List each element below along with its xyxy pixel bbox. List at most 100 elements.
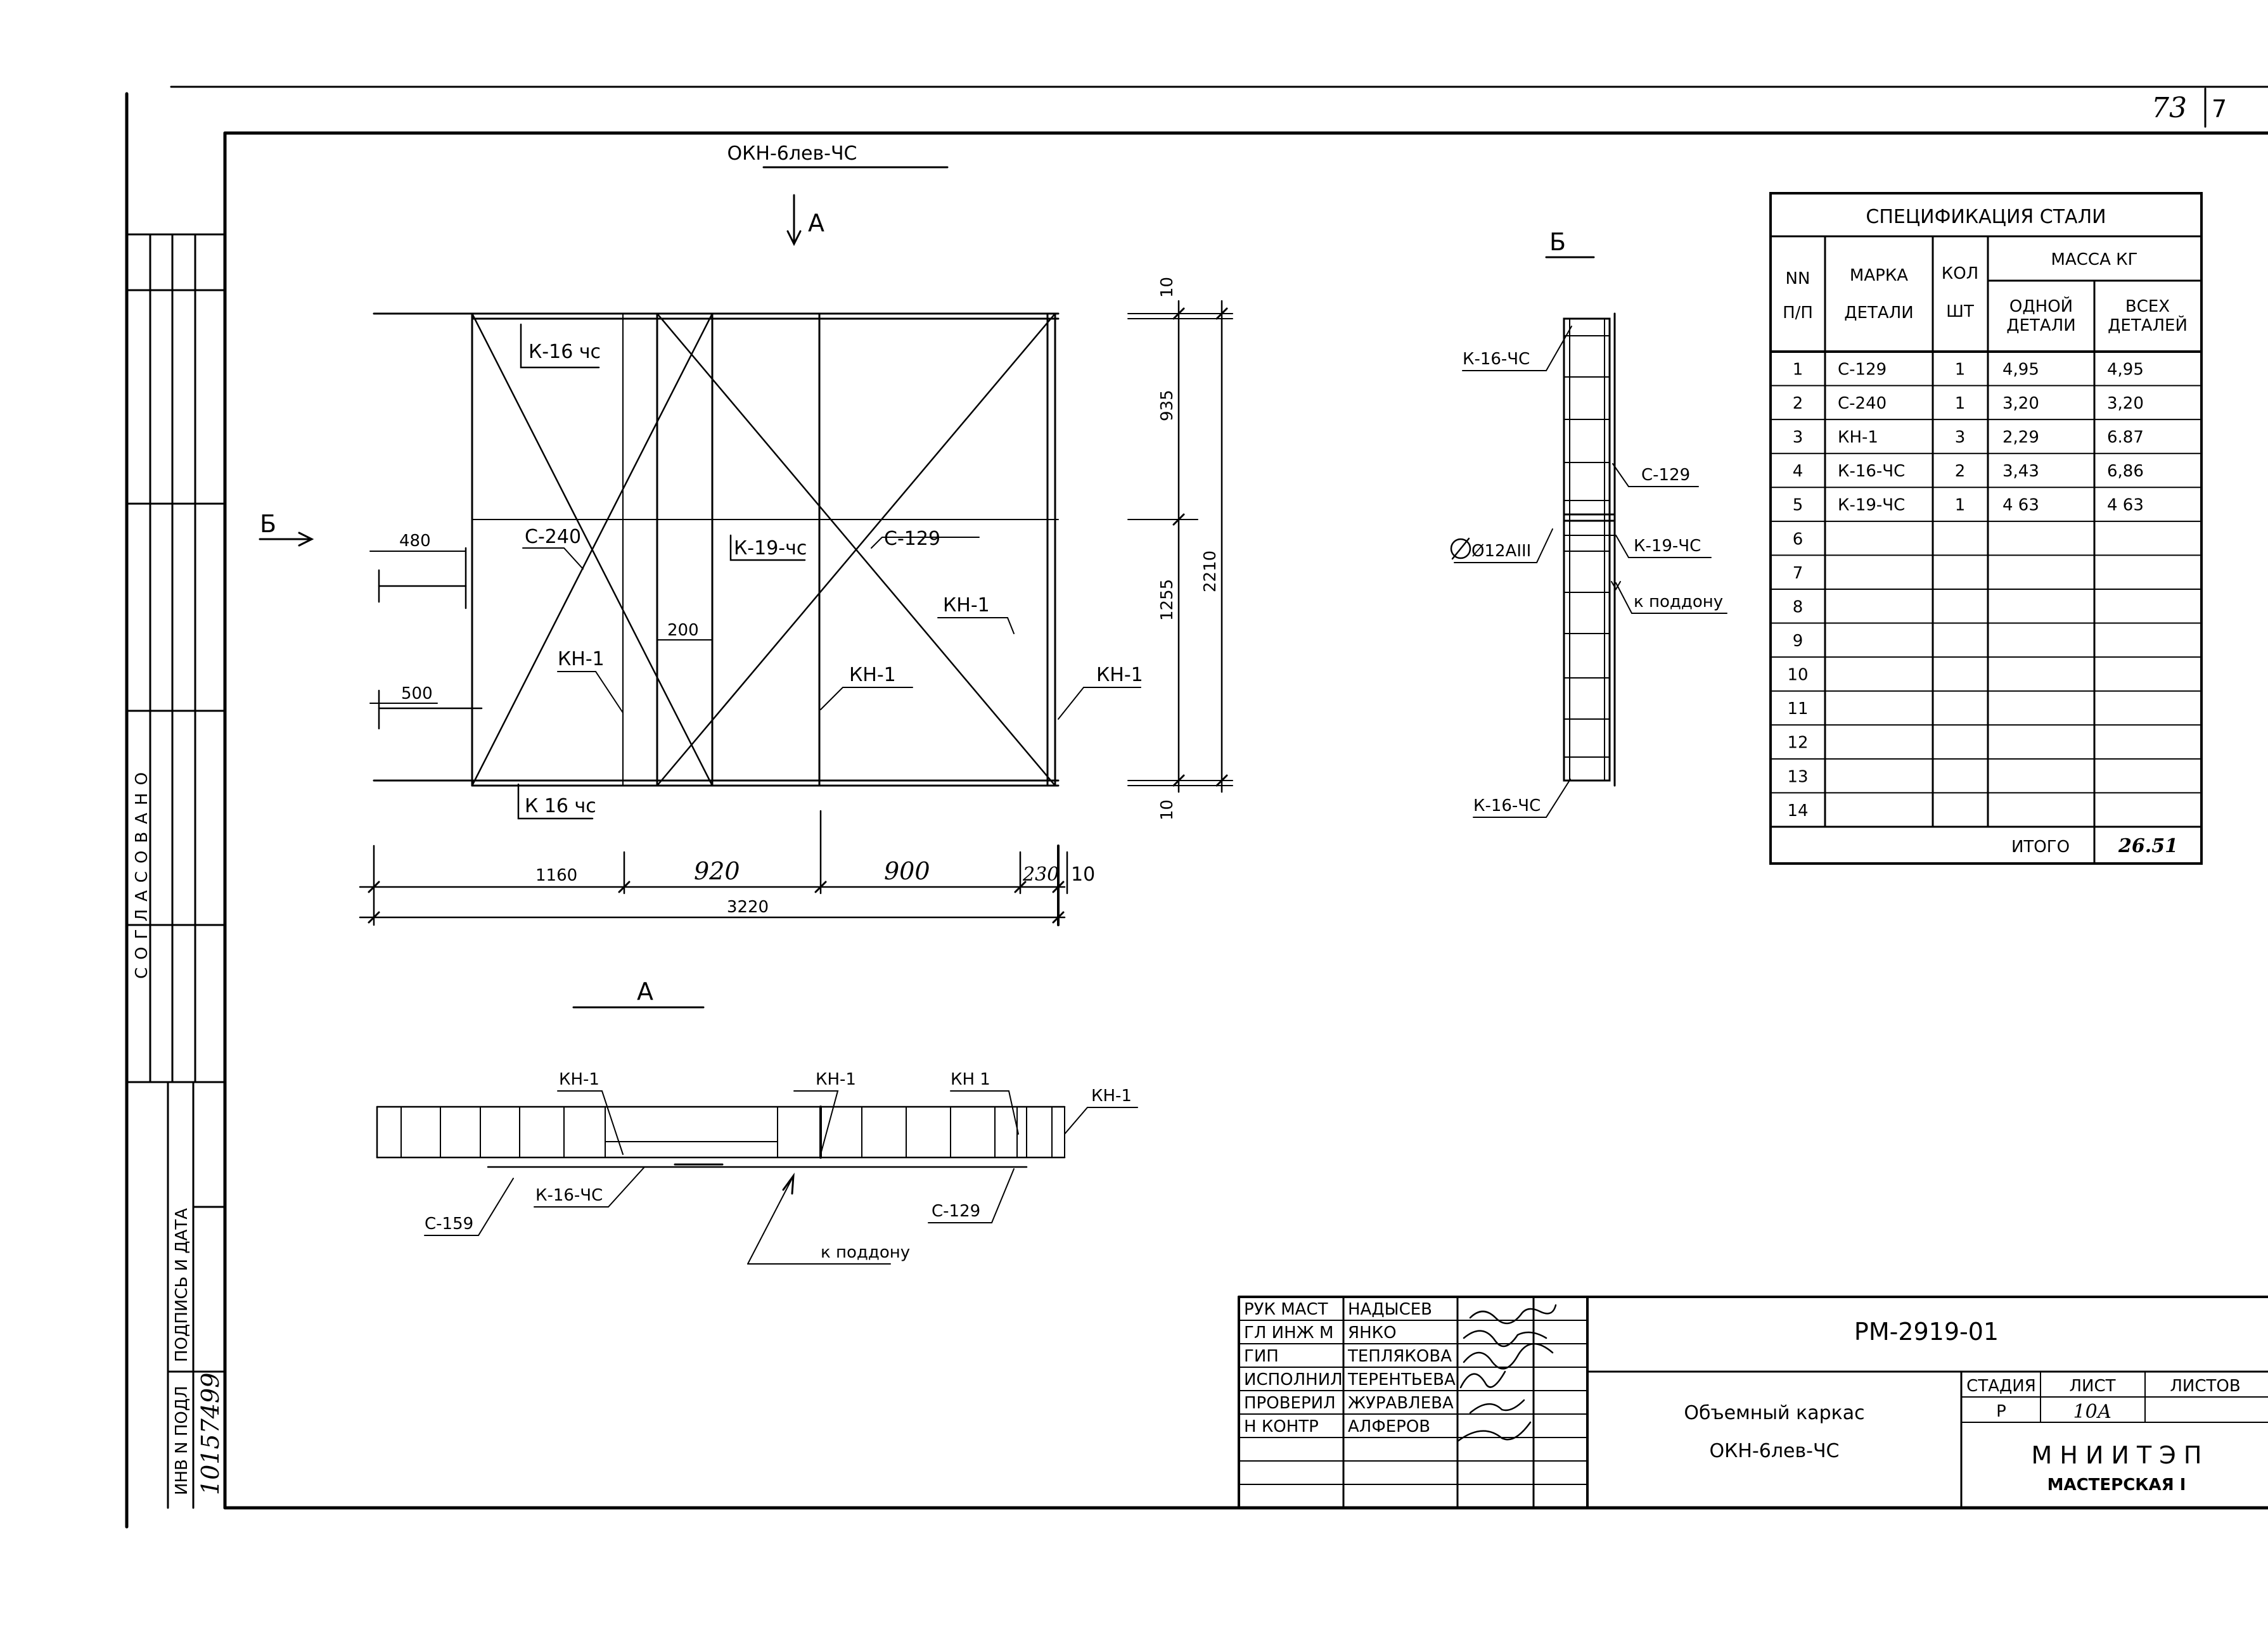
spec-row-4-col-3: 2 [1955, 462, 1966, 481]
org-name: М Н И И Т Э П [2031, 1441, 2201, 1469]
staff-role-4: ИСПОЛНИЛ [1244, 1370, 1343, 1389]
spec-title: СПЕЦИФИКАЦИЯ СТАЛИ [1866, 206, 2106, 228]
spec-row-2-col-2: С-240 [1838, 394, 1887, 413]
dim-10-bottom: 10 [1158, 800, 1177, 820]
dim-935: 935 [1158, 390, 1177, 421]
workshop-name: МАСТЕРСКАЯ I [2047, 1476, 2186, 1495]
c129-label: С-129 [884, 528, 940, 550]
sheet-frame [125, 86, 2268, 1529]
section-b-k16-top: К-16-ЧС [1463, 350, 1530, 369]
sheet-label: ЛИСТ [2069, 1377, 2115, 1396]
spec-row-2-col-4: 3,20 [2002, 394, 2039, 413]
dim-10-h: 10 [1071, 864, 1095, 886]
spec-row-12-col-1: 12 [1787, 734, 1808, 753]
staff-role-6: Н КОНТР [1244, 1417, 1319, 1436]
dim-920: 920 [694, 857, 740, 885]
spec-h-all1: ВСЕХ [2125, 297, 2170, 316]
section-a-kn1-c: КН 1 [951, 1070, 990, 1089]
spec-row-1-col-2: С-129 [1838, 360, 1887, 379]
approval-strip [125, 233, 226, 1509]
page-number-cut: 7 [2212, 95, 2227, 123]
section-a-kn1-a: КН-1 [559, 1070, 599, 1089]
spec-h-qty2: ШТ [1946, 302, 1974, 321]
spec-row-3-col-5: 6.87 [2107, 428, 2144, 447]
inv-number-label: ИНВ N ПОДЛ [172, 1386, 191, 1495]
stage-label: СТАДИЯ [1966, 1377, 2036, 1396]
arrow-a-label: А [808, 209, 824, 237]
spec-row-1-col-1: 1 [1793, 360, 1804, 379]
k16-bottom-label: К 16 чс [525, 795, 596, 817]
doc-name-line1: Объемный каркас [1684, 1402, 1864, 1424]
title-block-grid [1238, 1296, 2268, 1509]
section-a-kn1-d: КН-1 [1091, 1087, 1132, 1106]
spec-total-value: 26.51 [2118, 835, 2178, 857]
staff-role-5: ПРОВЕРИЛ [1244, 1394, 1336, 1413]
section-a-view [376, 1006, 1138, 1265]
signatures [1456, 1304, 1557, 1443]
stage-value: Р [1996, 1402, 2006, 1421]
dim-230: 230 [1022, 864, 1059, 886]
dim-500: 500 [401, 684, 433, 703]
k19-label: К-19-чс [734, 537, 807, 559]
spec-row-8-col-1: 8 [1793, 597, 1804, 616]
approval-strip-label: СОГЛАСОВАНО [132, 765, 151, 979]
spec-h-qty1: КОЛ [1942, 264, 1978, 283]
section-b-to-pallet: к поддону [1634, 592, 1723, 611]
main-view-title: ОКН-6лев-ЧС [727, 143, 857, 165]
section-b-title: Б [1549, 228, 1566, 256]
spec-h-mass: МАССА КГ [2051, 250, 2138, 269]
dim-200: 200 [667, 621, 699, 640]
doc-name-line2: ОКН-6лев-ЧС [1709, 1440, 1839, 1462]
spec-row-3-col-1: 3 [1793, 428, 1804, 447]
spec-row-4-col-2: К-16-ЧС [1838, 462, 1905, 481]
spec-h-mark1: МАРКА [1850, 266, 1908, 285]
spec-row-4-col-4: 3,43 [2002, 462, 2039, 481]
spec-h-one2: ДЕТАЛИ [2006, 316, 2075, 335]
spec-h-all2: ДЕТАЛЕЙ [2108, 315, 2188, 335]
dim-3220: 3220 [727, 898, 769, 917]
section-a-kn1-b: КН-1 [816, 1070, 856, 1089]
sheets-label: ЛИСТОВ [2170, 1377, 2240, 1396]
section-b-k16-bottom: К-16-ЧС [1473, 796, 1541, 815]
spec-row-3-col-4: 2,29 [2002, 428, 2039, 447]
spec-row-2-col-3: 1 [1955, 394, 1966, 413]
spec-row-5-col-2: К-19-ЧС [1838, 496, 1905, 515]
dim-10-top: 10 [1158, 277, 1177, 298]
spec-row-9-col-1: 9 [1793, 632, 1804, 651]
main-view [259, 166, 1233, 926]
spec-total-label: ИТОГО [2011, 838, 2070, 857]
dim-2210: 2210 [1201, 551, 1220, 592]
section-a-title: А [637, 978, 653, 1005]
section-a-to-pallet: к поддону [821, 1243, 910, 1262]
section-b-bar: Ø12АIII [1471, 542, 1531, 561]
section-a-c129: С-129 [932, 1202, 980, 1221]
spec-row-5-col-1: 5 [1793, 496, 1804, 515]
dim-480: 480 [399, 532, 431, 551]
spec-row-7-col-1: 7 [1793, 564, 1804, 583]
spec-row-13-col-1: 13 [1787, 767, 1808, 786]
staff-role-1: РУК МАСТ [1244, 1300, 1328, 1319]
spec-row-6-col-1: 6 [1793, 530, 1804, 549]
spec-row-10-col-1: 10 [1787, 666, 1808, 685]
staff-name-5: ЖУРАВЛЕВА [1348, 1394, 1454, 1413]
c240-label: С-240 [525, 526, 581, 548]
spec-row-1-col-5: 4,95 [2107, 360, 2144, 379]
spec-h-mark2: ДЕТАЛИ [1844, 303, 1913, 322]
doc-code: РМ-2919-01 [1854, 1318, 1999, 1346]
spec-row-3-col-2: КН-1 [1838, 428, 1878, 447]
spec-row-5-col-4: 4 63 [2002, 496, 2039, 515]
spec-row-4-col-1: 4 [1793, 462, 1804, 481]
sheet-value: 10А [2073, 1401, 2112, 1423]
spec-row-2-col-1: 2 [1793, 394, 1804, 413]
staff-role-3: ГИП [1244, 1347, 1279, 1366]
staff-name-4: ТЕРЕНТЬЕВА [1347, 1370, 1456, 1389]
spec-row-14-col-1: 14 [1787, 801, 1808, 820]
kn1-right-top-label: КН-1 [943, 594, 990, 616]
staff-role-2: ГЛ ИНЖ М [1244, 1323, 1333, 1342]
spec-table-grid [1769, 192, 2203, 865]
section-b-k19: К-19-ЧС [1634, 537, 1701, 556]
spec-row-1-col-4: 4,95 [2002, 360, 2039, 379]
spec-row-11-col-1: 11 [1787, 699, 1808, 718]
inv-number-value: 10157499 [196, 1373, 224, 1495]
